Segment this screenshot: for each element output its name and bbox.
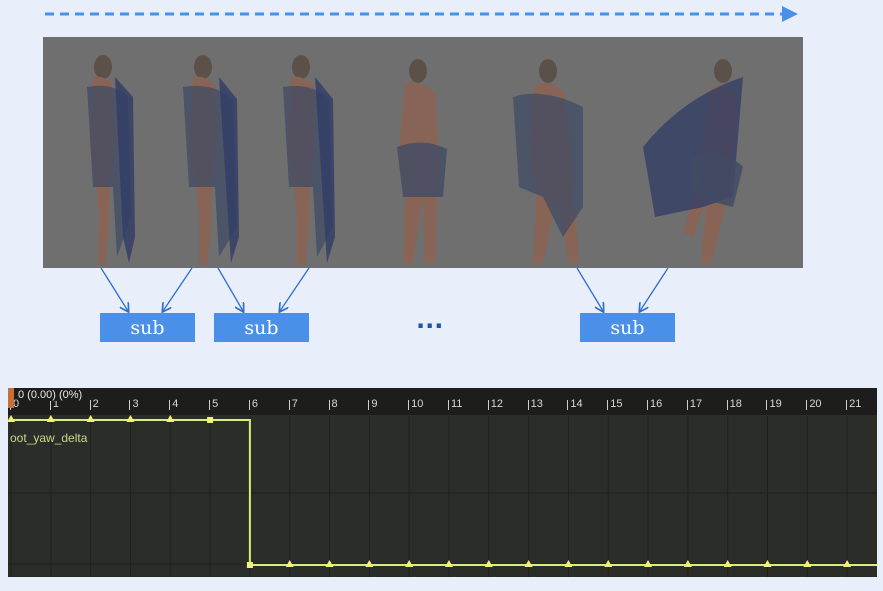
- ruler-tick-label: 17: [689, 398, 703, 410]
- keyframe-marker: [803, 560, 812, 567]
- ruler-tick-label: 3: [132, 398, 139, 410]
- ruler-tick: [726, 400, 728, 410]
- ruler-tick: [169, 400, 171, 410]
- ruler-tick: [607, 400, 609, 410]
- keyframe-marker: [683, 560, 692, 567]
- character-frame-3: [283, 55, 335, 265]
- curve-name-label: oot_yaw_delta: [10, 431, 88, 445]
- keyframe-marker: [8, 415, 15, 422]
- ruler-tick-label: 20: [809, 398, 822, 410]
- ruler-tick: [408, 400, 410, 410]
- ruler-tick: [766, 400, 768, 410]
- ruler-tick: [806, 400, 808, 410]
- keyframe-square: [207, 417, 214, 423]
- keyframe-marker: [564, 560, 573, 567]
- ruler-tick-label: 15: [610, 398, 623, 410]
- sub-label: sub: [244, 316, 279, 339]
- ruler-tick: [49, 400, 51, 410]
- ruler-tick: [248, 400, 250, 410]
- keyframe-marker: [86, 415, 95, 422]
- ruler-tick-label: 6: [251, 398, 259, 410]
- ruler-tick-label: 13: [530, 398, 543, 410]
- character-frame-1: [87, 55, 135, 265]
- keyframe-marker: [285, 560, 294, 567]
- ruler-tick-label: 1: [52, 398, 59, 410]
- keyframe-marker: [763, 560, 772, 567]
- keyframe-marker: [365, 560, 374, 567]
- ruler-tick-label: 14: [570, 398, 583, 410]
- keyframe-marker: [444, 560, 453, 567]
- ruler-tick: [567, 400, 569, 410]
- keyframe-marker: [604, 560, 613, 567]
- ruler-tick: [647, 400, 649, 410]
- character-frame-5: [513, 59, 583, 263]
- sub-box-3: sub: [580, 313, 675, 342]
- flow-direction-arrow: [45, 6, 798, 22]
- connector-arrow: [576, 267, 603, 311]
- ruler-tick-label: 18: [729, 398, 742, 410]
- character-frame-2: [183, 55, 239, 265]
- ruler-tick-label: 10: [411, 398, 424, 410]
- ellipsis: ...: [416, 306, 444, 334]
- ruler-tick: [368, 400, 370, 410]
- keyframe-marker: [644, 560, 653, 567]
- keyframe-marker: [325, 560, 334, 567]
- ruler-tick: [129, 400, 131, 410]
- ruler-tick-label: 8: [331, 398, 338, 410]
- playhead-handle[interactable]: [8, 388, 14, 408]
- timeline-ruler[interactable]: [8, 388, 877, 415]
- keyframe-marker: [723, 560, 732, 567]
- ruler-tick: [686, 400, 688, 410]
- keyframe-marker: [166, 415, 175, 422]
- keyframe-square: [246, 562, 253, 568]
- ruler-tick: [328, 400, 330, 410]
- ruler-tick-label: 4: [172, 398, 179, 410]
- connector-arrow: [280, 267, 310, 311]
- ruler-tick: [487, 400, 489, 410]
- ruler-tick-label: 21: [849, 398, 862, 410]
- ruler-tick: [209, 400, 211, 410]
- ruler-tick: [89, 400, 91, 410]
- connector-arrow: [640, 267, 669, 311]
- ruler-tick: [846, 400, 848, 410]
- ruler-tick-label: 12: [490, 398, 504, 410]
- ruler-tick-label: 2: [92, 398, 99, 410]
- ruler-tick-label: 16: [650, 398, 663, 410]
- keyframe-marker: [843, 560, 852, 567]
- curve-plot[interactable]: [8, 388, 877, 577]
- ruler-tick: [288, 400, 290, 410]
- character-frame-4: [397, 59, 447, 263]
- keyframe-marker: [405, 560, 414, 567]
- connector-arrow: [217, 267, 243, 311]
- keyframe-marker: [524, 560, 533, 567]
- ruler-tick-label: 9: [371, 398, 378, 410]
- sub-box-1: sub: [100, 313, 195, 342]
- keyframe-marker: [46, 415, 55, 422]
- keyframe-marker: [484, 560, 493, 567]
- sub-box-2: sub: [214, 313, 309, 342]
- keyframe-marker: [126, 415, 135, 422]
- connector-arrow: [163, 267, 193, 311]
- ruler-tick-label: 0: [13, 398, 20, 410]
- ruler-tick-label: 5: [212, 398, 219, 410]
- ruler-tick-label: 7: [291, 398, 298, 410]
- animation-frames-panel: [43, 37, 803, 268]
- character-frame-6: [643, 59, 743, 263]
- ruler-tick-label: 11: [450, 398, 463, 410]
- ruler-tick: [447, 400, 449, 410]
- ruler-tick: [527, 400, 529, 410]
- timeline-readout: 0 (0.00) (0%): [18, 389, 86, 401]
- ruler-tick-label: 19: [769, 398, 782, 410]
- frames-image: [87, 55, 743, 265]
- curve-line: [11, 419, 877, 566]
- sub-label: sub: [610, 316, 645, 339]
- connector-arrow: [100, 267, 128, 311]
- sub-label: sub: [130, 316, 165, 339]
